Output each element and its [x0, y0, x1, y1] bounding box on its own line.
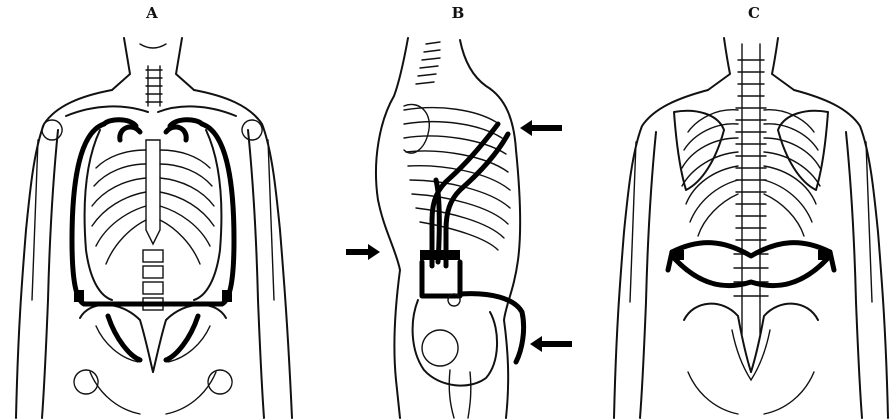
- posterior-skeleton-illustration: [600, 0, 894, 420]
- arrow-icon: [520, 120, 562, 136]
- anterior-skeleton-illustration: [0, 0, 300, 420]
- panel-anterior-view: A: [0, 0, 300, 420]
- panel-posterior-view: C: [600, 0, 894, 420]
- arrow-icon: [346, 244, 380, 260]
- panel-lateral-view: B: [300, 0, 600, 420]
- arrow-icon: [530, 336, 572, 352]
- lateral-skeleton-illustration: [300, 0, 600, 420]
